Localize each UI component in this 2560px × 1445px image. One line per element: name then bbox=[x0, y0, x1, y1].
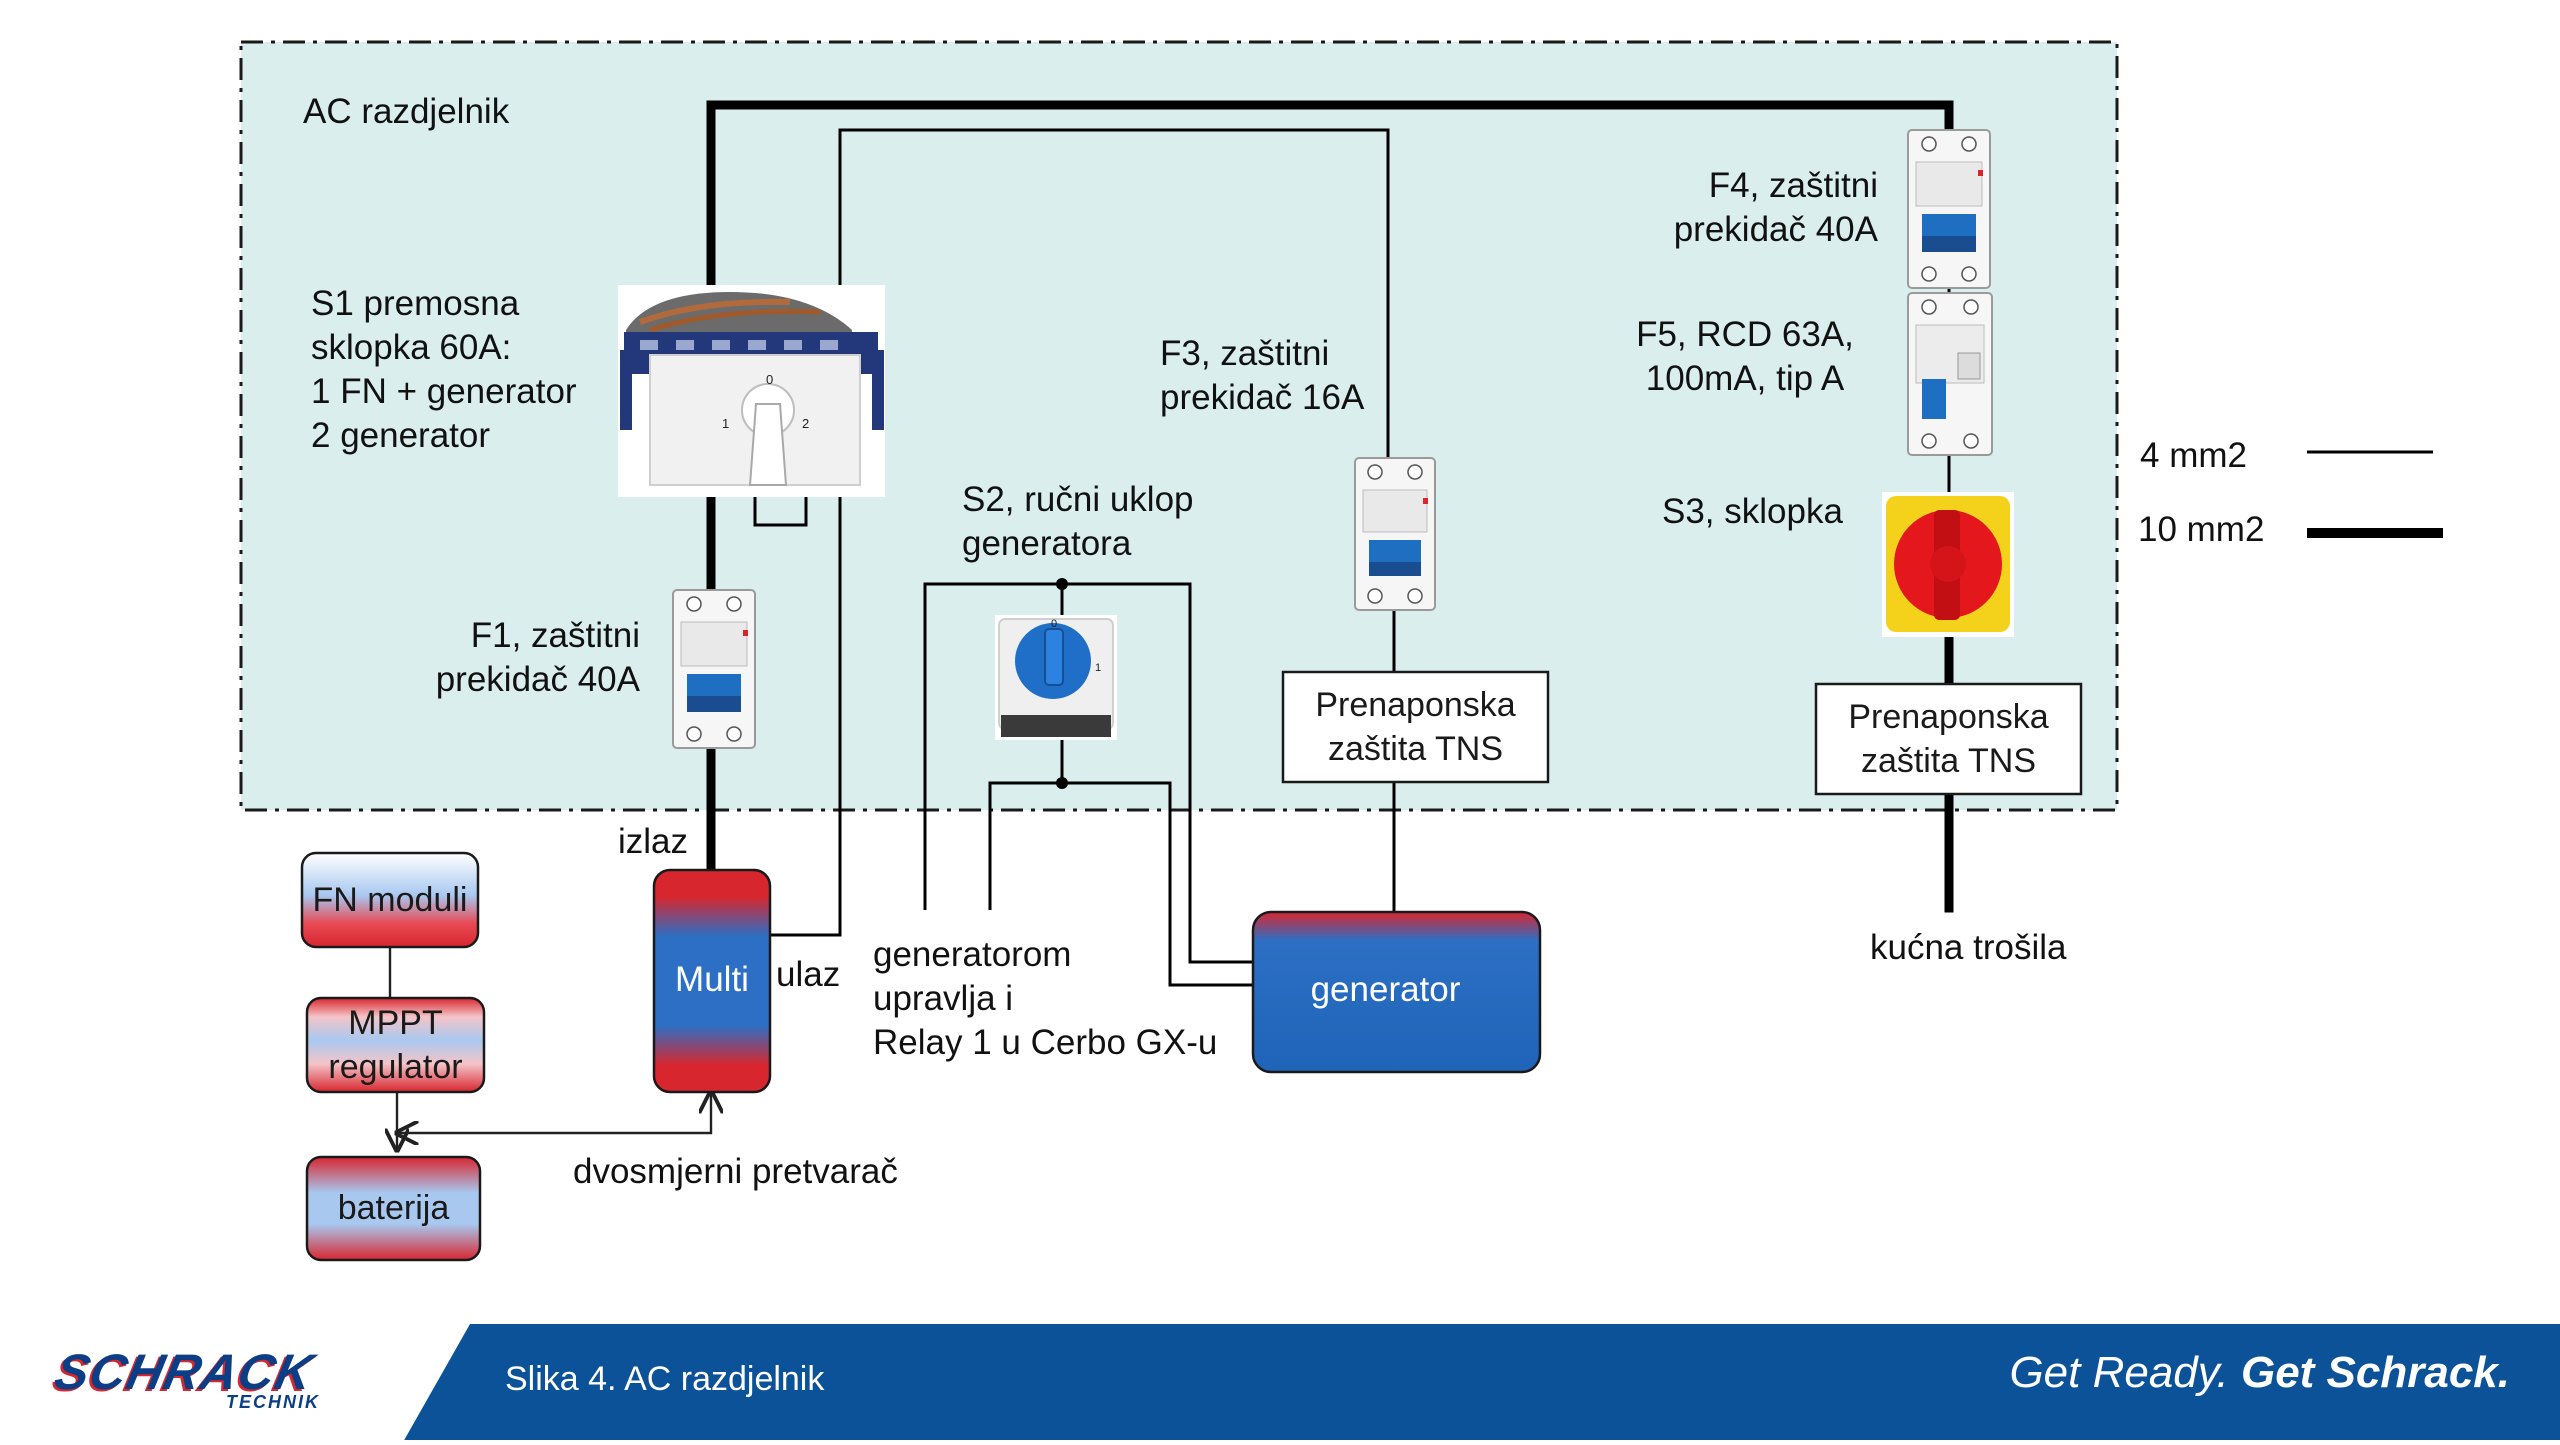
footer-bar: SCHRACK TECHNIK Slika 4. AC razdjelnik G… bbox=[0, 1324, 2560, 1440]
generator-block bbox=[1251, 910, 1542, 1074]
surge-protection-box-1 bbox=[1281, 670, 1550, 784]
s3-label: S3, sklopka bbox=[1662, 492, 1843, 531]
f5-label: F5, RCD 63A, 100mA, tip A bbox=[1636, 315, 1854, 398]
household-loads-label: kućna trošila bbox=[1870, 928, 2067, 967]
logo-wordmark: SCHRACK bbox=[50, 1344, 319, 1400]
mppt-label: MPPT regulator bbox=[328, 1004, 463, 1086]
slogan-part2: Get Schrack. bbox=[2240, 1348, 2510, 1397]
f4-label: F4, zaštitni prekidač 40A bbox=[1673, 166, 1878, 249]
schrack-logo: SCHRACK TECHNIK bbox=[50, 1344, 376, 1416]
svg-text:2: 2 bbox=[802, 416, 809, 431]
s2-label: S2, ručni uklop generatora bbox=[962, 480, 1194, 563]
dc-connections bbox=[390, 947, 711, 1150]
battery-label: baterija bbox=[337, 1189, 450, 1227]
footer-logo-area bbox=[0, 1324, 470, 1440]
legend-label-10mm2: 10 mm2 bbox=[2138, 510, 2265, 549]
f5-rcd bbox=[1907, 292, 1993, 456]
distribution-board-area bbox=[239, 40, 2119, 812]
surge-protection-label-1: Prenaponska zaštita TNS bbox=[1315, 686, 1516, 768]
surge-protection-box-2 bbox=[1814, 682, 2083, 796]
s1-label: S1 premosna sklopka 60A: 1 FN + generato… bbox=[311, 284, 577, 455]
mppt-regulator-block bbox=[305, 996, 486, 1094]
junction-dot bbox=[1056, 777, 1068, 789]
board-title: AC razdjelnik bbox=[303, 92, 510, 131]
figure-caption: Slika 4. AC razdjelnik bbox=[505, 1360, 825, 1398]
logo-subtitle: TECHNIK bbox=[226, 1392, 320, 1412]
svg-text:1: 1 bbox=[1095, 662, 1101, 674]
f1-breaker bbox=[672, 589, 756, 749]
s2-manual-switch: 0 1 bbox=[995, 615, 1117, 740]
input-label: ulaz bbox=[776, 955, 841, 994]
svg-text:1: 1 bbox=[722, 416, 729, 431]
junction-dot bbox=[1056, 578, 1068, 590]
slogan-part1: Get Ready. bbox=[2009, 1348, 2229, 1397]
generator-label: generator bbox=[1310, 970, 1461, 1009]
battery-block bbox=[305, 1155, 482, 1262]
s1-changeover-switch: 0 1 2 bbox=[618, 285, 885, 497]
multi-label: Multi bbox=[675, 960, 749, 999]
bidirectional-converter-label: dvosmjerni pretvarač bbox=[573, 1152, 898, 1191]
legend-label-4mm2: 4 mm2 bbox=[2140, 436, 2247, 475]
f3-label: F3, zaštitni prekidač 16A bbox=[1160, 334, 1365, 417]
multi-inverter-block bbox=[652, 868, 772, 1094]
svg-text:0: 0 bbox=[766, 372, 773, 387]
svg-text:0: 0 bbox=[1051, 618, 1057, 630]
generator-control-label: generatorom upravlja i Relay 1 u Cerbo G… bbox=[873, 935, 1218, 1062]
fn-modules-label: FN moduli bbox=[312, 880, 468, 919]
fn-modules-block bbox=[300, 851, 480, 949]
s3-switch bbox=[1882, 492, 2014, 637]
slogan: Get Ready. Get Schrack. bbox=[2009, 1348, 2510, 1398]
f1-label: F1, zaštitni prekidač 40A bbox=[435, 616, 640, 699]
f4-breaker bbox=[1907, 129, 1991, 289]
surge-protection-label-2: Prenaponska zaštita TNS bbox=[1848, 698, 2049, 780]
output-label: izlaz bbox=[618, 822, 689, 861]
f3-breaker bbox=[1354, 457, 1436, 611]
